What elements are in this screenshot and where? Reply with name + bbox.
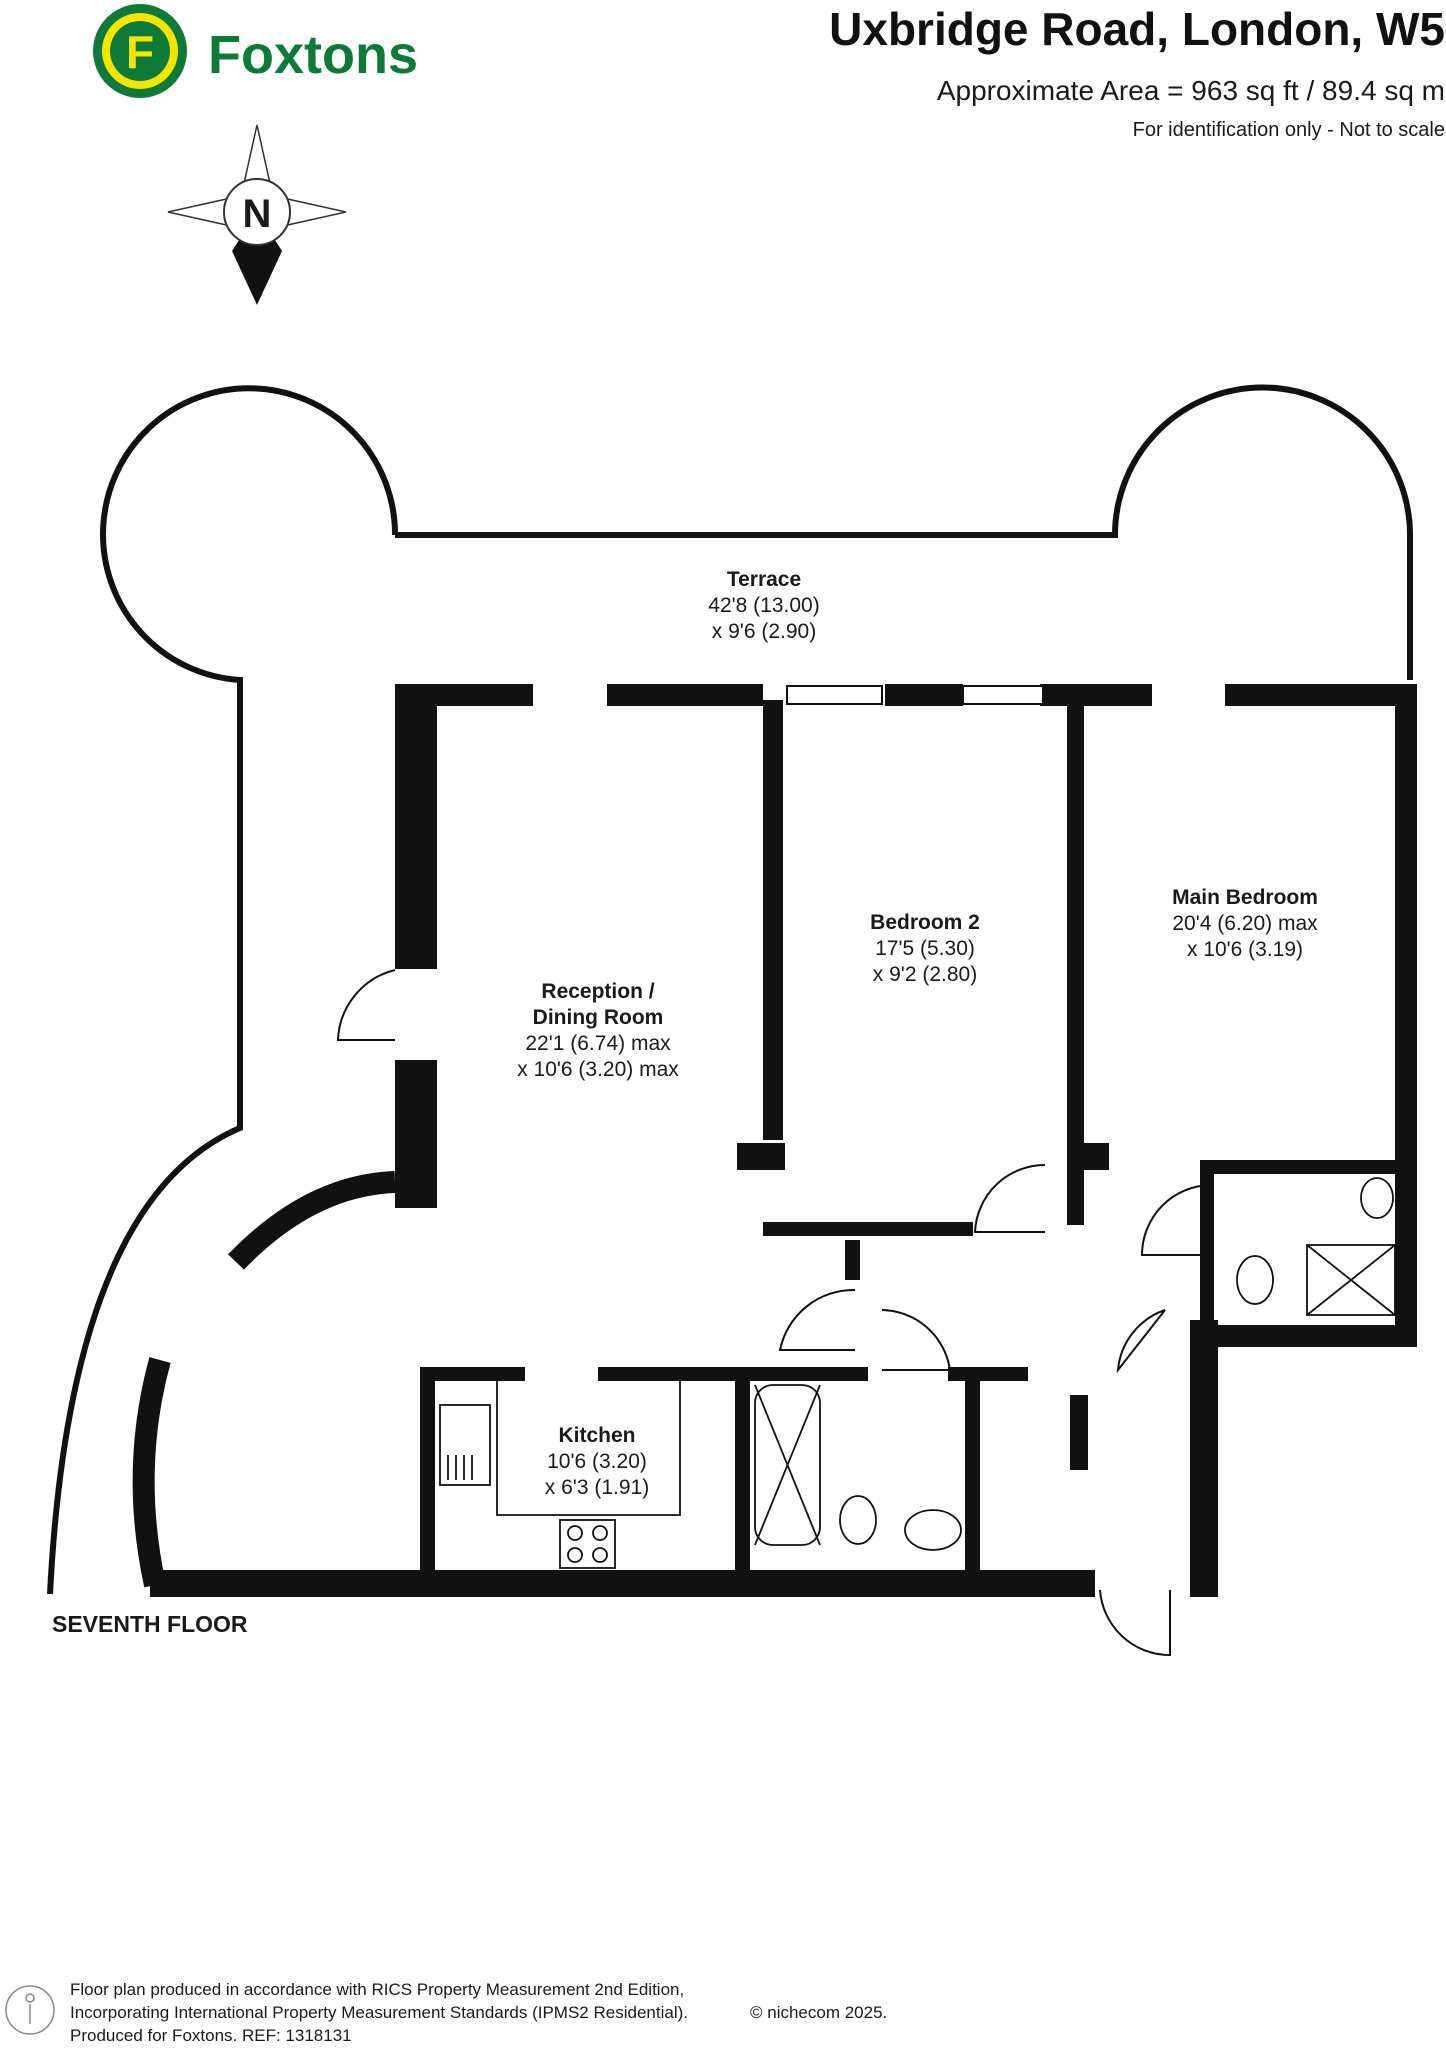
svg-text:17'5 (5.30): 17'5 (5.30): [875, 937, 975, 960]
svg-text:x 10'6 (3.20) max: x 10'6 (3.20) max: [517, 1058, 679, 1081]
terrace-outline: [395, 384, 1413, 680]
svg-text:10'6 (3.20): 10'6 (3.20): [547, 1450, 647, 1473]
svg-text:x 9'6 (2.90): x 9'6 (2.90): [712, 620, 816, 643]
floor-label: SEVENTH FLOOR: [52, 1611, 248, 1637]
terrace-label: Terrace 42'8 (13.00) x 9'6 (2.90): [708, 568, 819, 643]
svg-text:x 10'6 (3.19): x 10'6 (3.19): [1187, 938, 1303, 961]
svg-text:Kitchen: Kitchen: [558, 1424, 635, 1447]
approximate-area: Approximate Area = 963 sq ft / 89.4 sq m: [937, 75, 1445, 106]
svg-text:22'1 (6.74) max: 22'1 (6.74) max: [525, 1032, 671, 1055]
svg-text:x 6'3 (1.91): x 6'3 (1.91): [545, 1476, 649, 1499]
terrace-left-arc: [47, 385, 399, 1595]
toilet-icon: [839, 1255, 1274, 1545]
svg-text:20'4 (6.20) max: 20'4 (6.20) max: [1172, 912, 1318, 935]
sink-icon: [904, 1177, 1394, 1551]
svg-text:Dining Room: Dining Room: [533, 1006, 664, 1029]
foxtons-logo: F Foxtons: [93, 4, 418, 98]
svg-text:Reception /: Reception /: [541, 980, 654, 1003]
windows: [786, 685, 1044, 705]
property-address: Uxbridge Road, London, W5: [829, 3, 1445, 55]
svg-text:Bedroom 2: Bedroom 2: [870, 911, 980, 934]
footer-line3: Produced for Foxtons. REF: 1318131: [70, 2026, 352, 2045]
person-icon: [5, 1985, 55, 2035]
doors: [336, 969, 1211, 1657]
logo-letter: F: [126, 26, 154, 78]
svg-text:x 9'2 (2.80): x 9'2 (2.80): [873, 963, 977, 986]
svg-text:Terrace: Terrace: [727, 568, 801, 591]
curved-west-wall: [132, 1357, 171, 1588]
footer-line1: Floor plan produced in accordance with R…: [70, 1980, 684, 1999]
main-bedroom-label: Main Bedroom 20'4 (6.20) max x 10'6 (3.1…: [1172, 886, 1318, 961]
kitchen-sink-icon: [439, 1404, 491, 1486]
scale-note: For identification only - Not to scale: [1133, 119, 1445, 141]
reception-label: Reception / Dining Room 22'1 (6.74) max …: [517, 980, 679, 1081]
footer-line2: Incorporating International Property Mea…: [70, 2003, 688, 2022]
svg-text:Main Bedroom: Main Bedroom: [1172, 886, 1318, 909]
svg-text:42'8 (13.00): 42'8 (13.00): [708, 594, 819, 617]
shower-icon: [1306, 1244, 1396, 1316]
walls: [150, 684, 1417, 1597]
brand-name: Foxtons: [208, 25, 418, 85]
footer-copyright: © nichecom 2025.: [750, 2003, 887, 2022]
bedroom2-label: Bedroom 2 17'5 (5.30) x 9'2 (2.80): [870, 911, 980, 986]
curved-bay-wall: [228, 1171, 396, 1270]
kitchen-label: Kitchen 10'6 (3.20) x 6'3 (1.91): [545, 1424, 649, 1499]
compass-letter: N: [243, 192, 272, 236]
hob-icon: [559, 1519, 616, 1569]
compass-icon: N: [167, 124, 347, 305]
bathtub-icon: [754, 1384, 821, 1546]
kitchen-counter: [496, 1381, 681, 1516]
